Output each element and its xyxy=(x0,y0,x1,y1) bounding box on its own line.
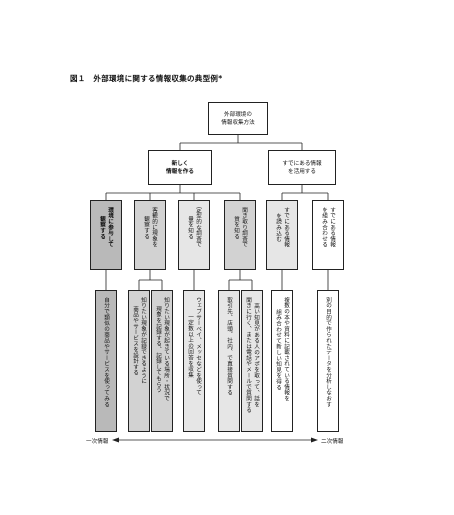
leaf-web-survey: ウェブサーベイ、メッセなどを使って 一定数以上の回答を収集 xyxy=(183,290,205,432)
node-label: 新しく 情報を作る xyxy=(166,160,194,175)
secondary-info-label: 二次情報 xyxy=(321,439,344,445)
leaf-label: 知りたい現象が記録できるように 商品やサービスを設計する xyxy=(132,297,146,384)
root-node: 外部環境の 情報収集方法 xyxy=(208,102,268,135)
node-objective-observation: 客観的に現象を 観察する xyxy=(134,200,166,270)
node-qualitative-interview: 聞き取り調査で 質を知る xyxy=(224,200,256,270)
leaf-label: 知りたい現象が起きている場所・状況で 現象を記録する、記録してもらう xyxy=(155,297,169,402)
leaf-label: 複数の本や資料に記載されている情報を 組み合わせて新しい知見を得る xyxy=(275,297,289,402)
node-label: すでにある情報 を読み込む xyxy=(275,207,289,248)
node-label: 定型的な調査で 量を知る xyxy=(187,207,201,248)
leaf-design-for-recording: 知りたい現象が記録できるように 商品やサービスを設計する xyxy=(128,290,150,432)
leaf-label: 自分で類似の商品やサービスを使ってみる xyxy=(103,297,109,408)
node-use-existing-info: すでにある情報 を活用する xyxy=(268,150,336,185)
leaf-label: 別の目的で作られたデータを分析しなおす xyxy=(325,297,331,408)
node-label: 環境に参与して 観察する xyxy=(99,207,113,248)
leaf-direct-questions: 取引先、店頭、社内、で直接質問する xyxy=(218,290,240,432)
root-node-label: 外部環境の 情報収集方法 xyxy=(221,111,255,126)
node-label: 客観的に現象を 観察する xyxy=(143,207,157,248)
leaf-label: 高い知見がある人のアポを取って、話を 聞きに行く、または電話やメールで質問する xyxy=(245,297,259,413)
node-participant-observation: 環境に参与して 観察する xyxy=(90,200,122,270)
node-combine-existing-info: すでにある情報 を組み合わせる xyxy=(312,200,344,270)
leaf-combine-documents: 複数の本や資料に記載されている情報を 組み合わせて新しい知見を得る xyxy=(271,290,293,432)
leaf-use-similar-products: 自分で類似の商品やサービスを使ってみる xyxy=(95,290,117,432)
leaf-label: ウェブサーベイ、メッセなどを使って 一定数以上の回答を収集 xyxy=(187,297,201,396)
leaf-reanalyze-data: 別の目的で作られたデータを分析しなおす xyxy=(317,290,339,432)
primary-info-label: 一次情報 xyxy=(86,439,109,445)
node-quantitative-survey: 定型的な調査で 量を知る xyxy=(178,200,210,270)
node-label: すでにある情報 を組み合わせる xyxy=(321,207,335,248)
node-read-existing-info: すでにある情報 を読み込む xyxy=(266,200,298,270)
node-create-new-info: 新しく 情報を作る xyxy=(148,150,212,185)
leaf-record-phenomenon: 知りたい現象が起きている場所・状況で 現象を記録する、記録してもらう xyxy=(151,290,173,432)
figure-title: 図１ 外部環境に関する情報収集の典型例* xyxy=(70,74,223,83)
leaf-label: 取引先、店頭、社内、で直接質問する xyxy=(226,297,232,396)
node-label: すでにある情報 を活用する xyxy=(282,160,322,175)
node-label: 聞き取り調査で 質を知る xyxy=(233,207,247,248)
leaf-expert-interview: 高い知見がある人のアポを取って、話を 聞きに行く、または電話やメールで質問する xyxy=(241,290,263,432)
